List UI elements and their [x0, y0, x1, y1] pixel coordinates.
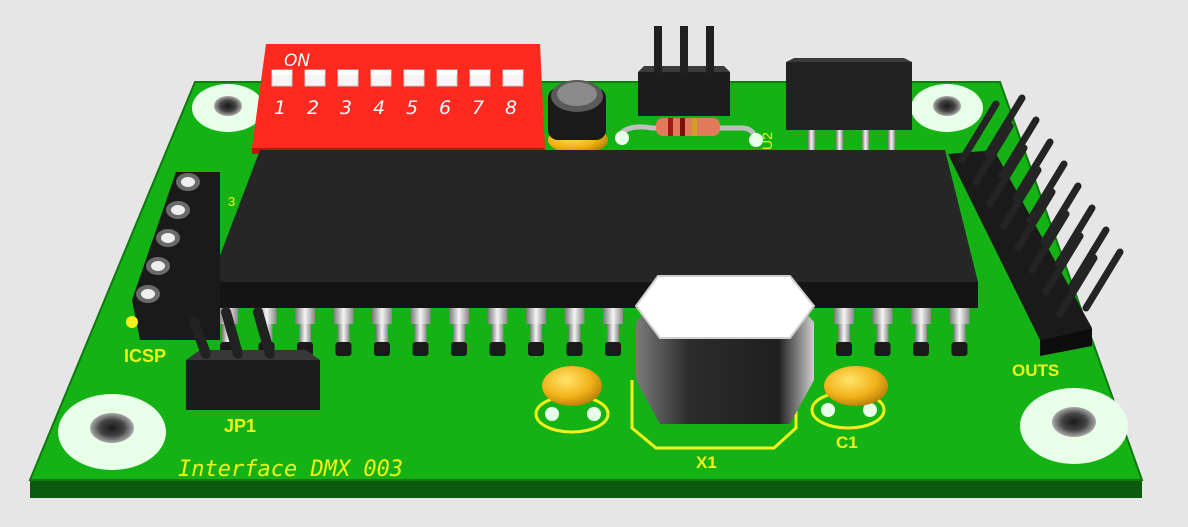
outs-pin [1056, 254, 1098, 318]
dip-number-6: 6 [439, 97, 451, 119]
dip-toggle-3[interactable]: 3 [337, 69, 359, 119]
mounting-hole-bl [58, 394, 166, 470]
crystal-x1: X1 [630, 275, 816, 472]
ic-pin [410, 308, 431, 356]
mounting-holes [58, 84, 1128, 470]
icsp-socket-pin [156, 229, 180, 247]
icsp-socket-pin [146, 257, 170, 275]
dip-toggle-8[interactable]: 8 [502, 69, 524, 119]
c1-label: C1 [836, 433, 858, 452]
outs-pin [1082, 248, 1124, 312]
ceramic-capacitor-c1: C1 [810, 366, 888, 452]
outs-label: OUTS [1012, 361, 1059, 380]
dip-number-7: 7 [472, 97, 484, 119]
dip-toggle-4[interactable]: 4 [370, 69, 392, 119]
ic-pin [449, 308, 469, 356]
dip-number-4: 4 [373, 97, 385, 119]
outs-pin [1026, 160, 1068, 224]
outs-pin [1040, 182, 1082, 246]
icsp-socket-pin [166, 201, 190, 219]
x1-label: X1 [696, 453, 717, 472]
outs-pin [972, 122, 1014, 186]
main-ic [210, 150, 978, 356]
ic-pin [603, 308, 623, 356]
top-3pin-header [638, 26, 730, 116]
outs-pin [1014, 188, 1056, 252]
electrolytic-capacitor [548, 80, 608, 154]
outs-pin [1042, 232, 1084, 296]
dip-toggle-2[interactable]: 2 [304, 69, 326, 119]
resistor [615, 118, 763, 147]
dip-toggle-7[interactable]: 7 [469, 69, 491, 119]
icsp-socket-pin [136, 285, 160, 303]
icsp-header: 3 ICSP [124, 172, 235, 366]
small-ic-u2: U2 [759, 58, 912, 152]
mounting-hole-tr [911, 84, 983, 132]
outs-pin [1054, 204, 1096, 268]
icsp-label: ICSP [124, 346, 166, 366]
dip-toggle-6[interactable]: 6 [436, 69, 458, 119]
dip-number-5: 5 [406, 97, 418, 119]
dip-number-3: 3 [340, 97, 352, 119]
ic-pin [526, 308, 546, 356]
ic-pin [911, 308, 931, 356]
ic-pin [372, 308, 392, 356]
mounting-hole-br [1020, 388, 1128, 464]
dip-number-2: 2 [307, 97, 319, 119]
dip-number-1: 1 [274, 97, 286, 119]
outs-pin [986, 144, 1028, 208]
dip-number-8: 8 [505, 97, 517, 119]
board-title: Interface DMX 003 [178, 457, 403, 482]
ic-pin [872, 308, 893, 356]
ic-pin [834, 308, 854, 356]
dip-on-label: ON [284, 51, 310, 71]
outs-pin [1068, 226, 1110, 290]
outs-header: OUTS [948, 94, 1124, 380]
outs-pin [1000, 166, 1042, 230]
outs-pin [958, 100, 1000, 164]
icsp-socket-pin [176, 173, 200, 191]
mounting-hole-tl [192, 84, 264, 132]
ceramic-capacitor-left [534, 366, 610, 434]
pin-3-label: 3 [228, 194, 235, 209]
dip-toggle-5[interactable]: 5 [403, 69, 425, 119]
outs-pin [1028, 210, 1070, 274]
outs-pin [998, 116, 1040, 180]
outs-pin [1012, 138, 1054, 202]
jp1-label: JP1 [224, 416, 256, 436]
ic-pin [564, 308, 585, 356]
outs-pin [984, 94, 1026, 158]
u2-label: U2 [759, 132, 775, 150]
ic-pin [949, 308, 970, 356]
ic-pin [333, 308, 354, 356]
ic-pin [487, 308, 508, 356]
dip-toggle-1[interactable]: 1 [271, 69, 293, 119]
jp1-header: JP1 [186, 307, 320, 436]
